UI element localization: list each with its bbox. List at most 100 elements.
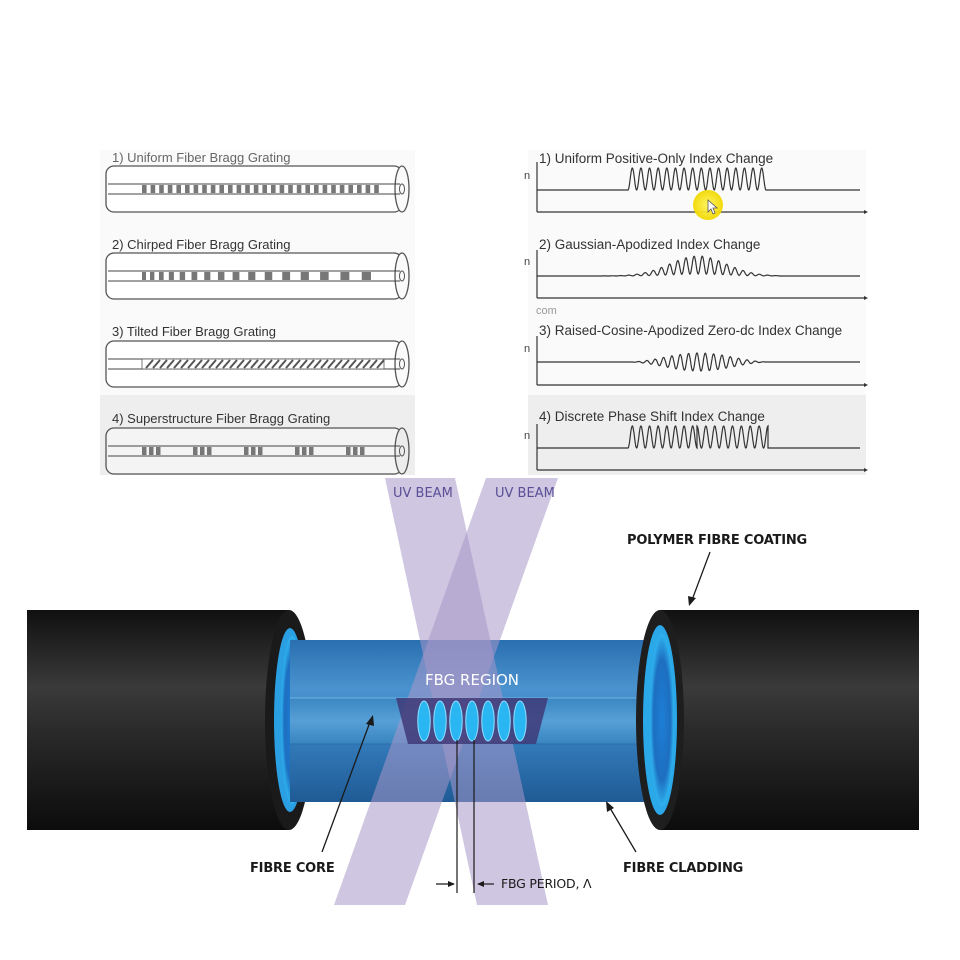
grating-mark <box>201 359 210 369</box>
grating-mark <box>229 359 238 369</box>
grating-mark <box>191 272 198 280</box>
fbg-grating-fringe <box>449 700 463 742</box>
uv-beam-right <box>334 478 558 905</box>
grating-mark <box>159 359 168 369</box>
fibre-core-label: FIBRE CORE <box>250 861 335 876</box>
grating-mark <box>152 359 161 369</box>
fbg-region-label: FBG REGION <box>425 671 520 689</box>
grating-mark <box>166 359 175 369</box>
grating-mark <box>180 359 189 369</box>
grating-mark <box>292 359 301 369</box>
grating-mark <box>302 447 307 455</box>
grating-mark <box>156 447 161 455</box>
grating-mark <box>202 185 207 193</box>
profile-title-raised-cosine: 3) Raised-Cosine-Apodized Zero-dc Index … <box>539 323 843 338</box>
grating-mark <box>320 359 329 369</box>
grating-mark <box>300 272 309 280</box>
grating-mark <box>142 272 146 280</box>
fbg-grating-fringe <box>513 700 527 742</box>
grating-mark <box>288 185 293 193</box>
uv-beam-left-label: UV BEAM <box>393 486 453 501</box>
grating-mark <box>348 185 353 193</box>
grating-mark <box>320 272 329 280</box>
grating-mark <box>150 185 156 193</box>
grating-mark <box>193 447 198 455</box>
grating-mark <box>334 359 343 369</box>
fibre-cladding-label: FIBRE CLADDING <box>623 861 744 876</box>
grating-mark <box>339 185 345 193</box>
grating-mark <box>279 185 285 193</box>
grating-title-tilted: 3) Tilted Fiber Bragg Grating <box>112 324 277 339</box>
leader-arrows <box>321 551 711 853</box>
grating-title-superstructure: 4) Superstructure Fiber Bragg Grating <box>112 411 331 426</box>
grating-mark <box>253 185 259 193</box>
grating-mark <box>159 185 164 193</box>
grating-mark <box>236 185 242 193</box>
grating-mark <box>295 447 300 455</box>
grating-mark <box>374 185 379 193</box>
grating-mark <box>262 185 267 193</box>
grating-mark <box>341 359 350 369</box>
grating-mark <box>361 272 371 280</box>
grating-mark <box>271 359 280 369</box>
grating-mark <box>185 185 190 193</box>
grating-title-chirped: 2) Chirped Fiber Bragg Grating <box>112 237 291 252</box>
grating-mark <box>219 185 224 193</box>
grating-mark <box>264 359 273 369</box>
grating-mark <box>244 447 249 455</box>
axis-n-2: n <box>524 256 531 268</box>
plot-raised-cosine-index <box>536 336 868 387</box>
watermark-text: com <box>536 305 557 317</box>
grating-mark <box>245 185 250 193</box>
profile-title-gaussian: 2) Gaussian-Apodized Index Change <box>539 237 761 252</box>
fbg-grating-fringe <box>465 700 479 742</box>
grating-mark <box>296 185 302 193</box>
grating-mark <box>257 359 266 369</box>
polymer-coating-label: POLYMER FIBRE COATING <box>627 533 807 548</box>
fbg-grating-fringe <box>497 700 511 742</box>
grating-mark <box>355 359 364 369</box>
profile-title-uniform: 1) Uniform Positive-Only Index Change <box>539 151 774 166</box>
fbg-grating-fringe <box>417 700 431 742</box>
grating-title-uniform: 1) Uniform Fiber Bragg Grating <box>112 150 291 165</box>
fbg-region <box>396 698 548 744</box>
fiber-tube-uniform <box>105 165 410 213</box>
grating-mark <box>369 359 378 369</box>
grating-mark <box>204 272 211 280</box>
grating-mark <box>250 359 259 369</box>
fiber-tube-tilted <box>105 340 410 388</box>
uv-beam-right-label: UV BEAM <box>495 486 555 501</box>
grating-mark <box>142 185 147 193</box>
grating-mark <box>376 359 385 369</box>
profile-title-phase-shift: 4) Discrete Phase Shift Index Change <box>539 409 765 424</box>
mouse-pointer-icon <box>707 199 719 215</box>
grating-mark <box>285 359 294 369</box>
plot-gaussian-index <box>536 250 868 300</box>
grating-mark <box>264 272 273 280</box>
grating-mark <box>187 359 196 369</box>
grating-mark <box>236 359 245 369</box>
fbg-period-label: FBG PERIOD, Λ <box>501 876 592 891</box>
grating-mark <box>222 359 231 369</box>
grating-mark <box>271 185 276 193</box>
grating-mark <box>278 359 287 369</box>
fiber-tube-superstructure <box>105 427 410 475</box>
fbg-grating-fringe <box>481 700 495 742</box>
grating-mark <box>306 359 315 369</box>
left-coating <box>27 610 313 830</box>
grating-mark <box>348 359 357 369</box>
grating-mark <box>149 447 154 455</box>
grating-mark <box>158 272 164 280</box>
grating-mark <box>331 185 336 193</box>
grating-mark <box>313 359 322 369</box>
grating-mark <box>360 447 365 455</box>
grating-mark <box>258 447 263 455</box>
grating-mark <box>142 447 147 455</box>
grating-mark <box>210 185 216 193</box>
grating-mark <box>145 359 154 369</box>
grating-mark <box>193 185 199 193</box>
grating-mark <box>215 359 224 369</box>
cursor-highlight <box>693 190 723 220</box>
grating-mark <box>305 185 310 193</box>
plot-phase-shift-index <box>536 424 868 472</box>
